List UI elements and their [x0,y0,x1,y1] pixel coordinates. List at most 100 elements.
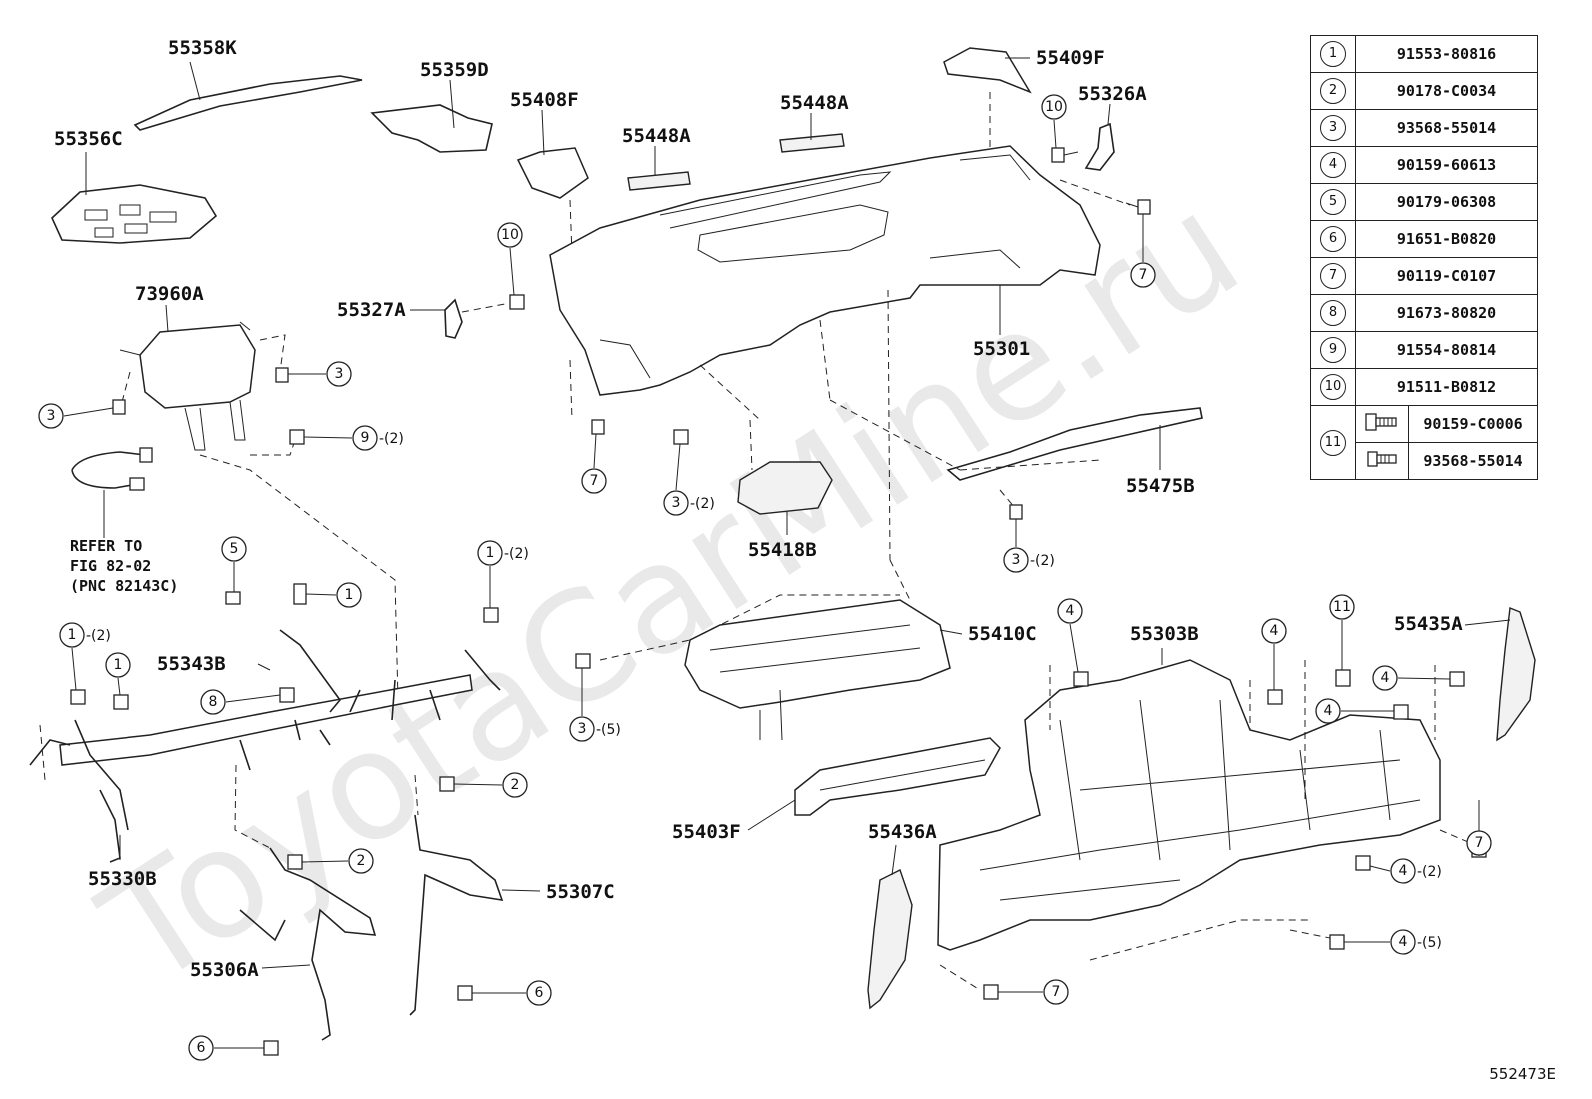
flange-bolt-icon [1355,405,1409,443]
trim-55436A [867,869,913,1010]
svg-text:7: 7 [1139,267,1148,283]
callout-4: 4 [1315,698,1341,724]
dashed-guide [939,660,1476,991]
svg-text:8: 8 [209,694,218,710]
legend-number: 3 [1320,115,1346,141]
trim-55435A [1496,607,1536,742]
callout-2: 2 [502,772,528,798]
callout-1: 1 [59,622,85,648]
callout-7: 7 [1043,979,1069,1005]
svg-text:3: 3 [672,495,681,511]
reinforcement-bar [59,674,473,766]
label-55330B: 55330B [88,868,157,890]
dashed-guide [121,334,399,701]
cover-55408F [516,147,589,199]
callout-7: 7 [1130,262,1156,288]
svg-text:4: 4 [1270,623,1279,639]
callout-leaders [63,119,1480,1049]
callout-3: 3 [326,361,352,387]
refer-note-line-1: REFER TO [70,537,142,555]
connector [139,447,153,463]
legend-part-number: 91511-B0812 [1355,368,1538,406]
legend-row: 10 91511-B0812 [1310,368,1538,406]
label-55303B: 55303B [1130,623,1199,645]
legend-part-number: 91553-80816 [1355,35,1538,73]
legend-row: 11 90159-C0006 [1310,405,1538,480]
svg-text:1: 1 [345,587,354,603]
svg-text:3: 3 [47,408,56,424]
legend-number: 4 [1320,152,1346,178]
svg-text:3: 3 [1012,552,1021,568]
label-55408F: 55408F [510,89,579,111]
instrument-panel-55301 [549,145,1101,396]
airbag-55418B [737,461,833,515]
brace-55306A [239,847,377,1041]
panel-upper-edge [659,171,892,229]
brace-55330B [99,789,121,863]
legend-number: 1 [1320,41,1346,67]
svg-text:7: 7 [1475,835,1484,851]
legend-part-number: 93568-55014 [1408,442,1538,480]
svg-text:4: 4 [1066,603,1075,619]
cover-55409F [943,47,1032,94]
quantity-1: -(2) [504,546,529,562]
panel-lower-structure [599,154,1031,379]
svg-text:10: 10 [501,227,519,243]
svg-text:4: 4 [1399,934,1408,950]
label-55418B: 55418B [748,539,817,561]
label-55435A: 55435A [1394,613,1463,635]
svg-text:6: 6 [197,1040,206,1056]
insulator-hole [84,209,108,221]
callout-6: 6 [526,980,552,1006]
callout-3: 3 [1003,547,1029,573]
dashed-guide [39,724,271,849]
svg-text:4: 4 [1381,670,1390,686]
quantity-9: -(2) [379,431,404,447]
legend-part-number: 91673-80820 [1355,294,1538,332]
callout-10: 10 [497,222,523,248]
callout-7: 7 [581,468,607,494]
callout-5: 5 [221,536,247,562]
svg-text:7: 7 [590,473,599,489]
legend-number: 10 [1320,374,1346,400]
bracket-55327A [444,298,463,339]
leader-lines [85,57,1511,969]
connector [129,477,145,491]
label-55403F: 55403F [672,821,741,843]
label-55343B: 55343B [157,653,226,675]
pad-55448A-right [779,133,845,153]
svg-text:5: 5 [230,541,239,557]
airbag-assembly-73960A [139,324,256,409]
label-55301: 55301 [973,338,1030,360]
label-55475B: 55475B [1126,475,1195,497]
label-55448A-right: 55448A [780,92,849,114]
frame-members [979,699,1421,901]
callout-1: 1 [477,540,503,566]
callout-4: 4 [1390,858,1416,884]
legend-part-number: 90159-60613 [1355,146,1538,184]
svg-text:4: 4 [1399,863,1408,879]
label-55358K: 55358K [168,37,237,59]
trim-strip-55358K [133,75,363,131]
callout-11: 11 [1329,594,1355,620]
pad-55448A-left [627,171,691,191]
legend-row: 93568-55014 [1311,442,1538,480]
legend-row: 4 90159-60613 [1310,146,1538,184]
callout-3: 3 [38,403,64,429]
callout-1: 1 [105,652,131,678]
legend-part-number: 90179-06308 [1355,183,1538,221]
svg-text:1: 1 [68,627,77,643]
airbag-brackets [119,321,251,451]
callout-3: 3 [663,490,689,516]
svg-text:2: 2 [357,853,366,869]
quantity-3: -(5) [596,722,621,738]
svg-text:9: 9 [361,430,370,446]
legend-number: 9 [1320,337,1346,363]
svg-text:7: 7 [1052,984,1061,1000]
refer-note-line-2: FIG 82-02 [70,557,151,575]
